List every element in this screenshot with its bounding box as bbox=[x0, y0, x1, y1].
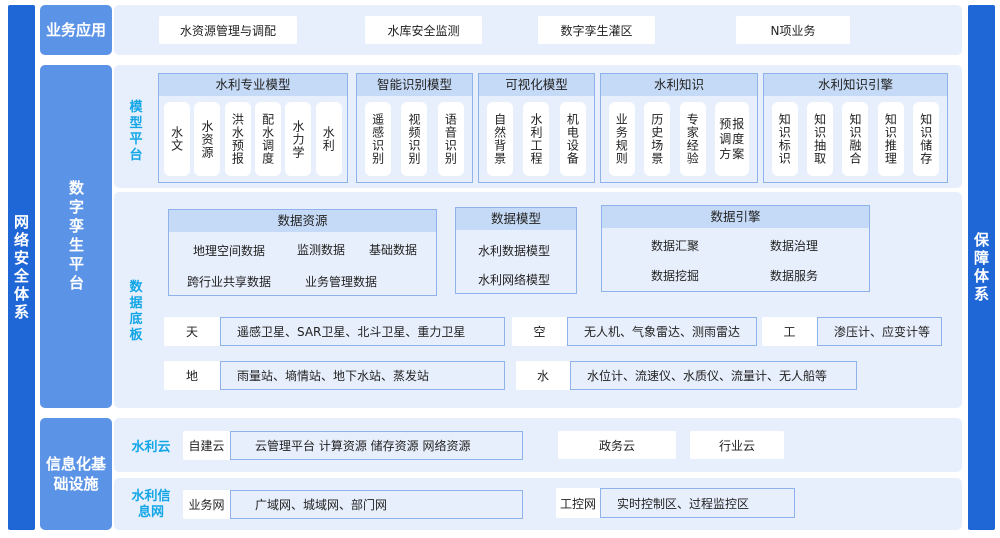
sensing-key: 地 bbox=[164, 361, 220, 390]
data-resource-item: 业务管理数据 bbox=[305, 275, 378, 289]
data-engine-title: 数据引擎 bbox=[602, 206, 869, 228]
model-item[interactable]: 水资源 bbox=[194, 102, 221, 176]
network-security-bar: 网络安全体系 bbox=[8, 5, 35, 530]
model-item[interactable]: 历史场景 bbox=[644, 102, 671, 176]
business-item[interactable]: 水资源管理与调配 bbox=[159, 16, 297, 44]
model-item[interactable]: 语音识别 bbox=[437, 102, 464, 176]
data-model-item: 水利网络模型 bbox=[478, 273, 551, 287]
model-item[interactable]: 业务规则 bbox=[608, 102, 635, 176]
platform-label: 数字孪生平台 bbox=[40, 65, 112, 408]
self-built-cloud: 自建云 bbox=[183, 431, 230, 460]
business-item[interactable]: N项业务 bbox=[736, 16, 850, 44]
sensing-value: 遥感卫星、SAR卫星、北斗卫星、重力卫星 bbox=[220, 317, 505, 346]
model-group-title: 智能识别模型 bbox=[357, 74, 472, 96]
model-item[interactable]: 水利工程 bbox=[523, 102, 550, 176]
model-item[interactable]: 水利 bbox=[315, 102, 342, 176]
model-item[interactable]: 专家经验 bbox=[679, 102, 706, 176]
model-item[interactable]: 洪水预报 bbox=[224, 102, 251, 176]
assurance-system-bar: 保障体系 bbox=[968, 5, 995, 530]
business-item[interactable]: 数字孪生灌区 bbox=[538, 16, 655, 44]
data-resource-item: 地理空间数据 bbox=[193, 244, 266, 258]
model-item[interactable]: 知识推理 bbox=[877, 102, 904, 176]
business-label: 业务应用 bbox=[40, 5, 112, 55]
sensing-value: 水位计、流速仪、水质仪、流量计、无人船等 bbox=[570, 361, 857, 390]
data-resource-item: 跨行业共享数据 bbox=[187, 275, 272, 289]
model-platform-label: 模型平台 bbox=[129, 100, 143, 163]
data-engine-item: 数据挖掘 bbox=[651, 269, 700, 283]
model-group: 可视化模型自然背景水利工程机电设备 bbox=[478, 73, 595, 183]
model-item[interactable]: 知识融合 bbox=[842, 102, 869, 176]
infra-label: 信息化基础设施 bbox=[40, 418, 112, 530]
industry-cloud[interactable]: 行业云 bbox=[690, 431, 784, 459]
model-group: 智能识别模型遥感识别视频识别语音识别 bbox=[356, 73, 473, 183]
model-item[interactable]: 水力学 bbox=[285, 102, 312, 176]
data-model-item: 水利数据模型 bbox=[478, 244, 551, 258]
model-item[interactable]: 知识标识 bbox=[771, 102, 798, 176]
data-resources-title: 数据资源 bbox=[169, 210, 436, 232]
model-item[interactable]: 视频识别 bbox=[401, 102, 428, 176]
model-item[interactable]: 自然背景 bbox=[487, 102, 514, 176]
model-item[interactable]: 知识抽取 bbox=[807, 102, 834, 176]
model-item[interactable]: 知识储存 bbox=[913, 102, 940, 176]
model-item[interactable]: 预报调度方案 bbox=[715, 102, 750, 176]
sensing-value: 雨量站、墒情站、地下水站、蒸发站 bbox=[220, 361, 505, 390]
network-label: 水利信息网 bbox=[131, 489, 171, 520]
industrial-network-value: 实时控制区、过程监控区 bbox=[600, 488, 795, 518]
model-group: 水利知识业务规则历史场景专家经验预报调度方案 bbox=[600, 73, 758, 183]
business-network-value: 广域网、城域网、部门网 bbox=[230, 490, 523, 519]
data-engine-item: 数据治理 bbox=[770, 239, 819, 253]
data-model-title: 数据模型 bbox=[456, 208, 576, 230]
data-engine-item: 数据汇聚 bbox=[651, 239, 700, 253]
model-item[interactable]: 遥感识别 bbox=[365, 102, 392, 176]
business-network: 业务网 bbox=[183, 490, 230, 519]
model-group: 水利知识引擎知识标识知识抽取知识融合知识推理知识储存 bbox=[763, 73, 948, 183]
model-item[interactable]: 水文 bbox=[164, 102, 191, 176]
sensing-value: 无人机、气象雷达、测雨雷达 bbox=[567, 317, 757, 346]
cloud-resources: 云管理平台 计算资源 储存资源 网络资源 bbox=[230, 431, 523, 460]
data-base-label: 数据底板 bbox=[129, 280, 143, 343]
model-item[interactable]: 机电设备 bbox=[559, 102, 586, 176]
data-resource-item: 基础数据 bbox=[369, 243, 418, 257]
sensing-key: 空 bbox=[512, 317, 567, 346]
model-group: 水利专业模型水文水资源洪水预报配水调度水力学水利 bbox=[158, 73, 348, 183]
industrial-network: 工控网 bbox=[556, 488, 600, 518]
sensing-key: 水 bbox=[516, 361, 570, 390]
sensing-key: 天 bbox=[164, 317, 220, 346]
data-model-box: 数据模型 水利数据模型 水利网络模型 bbox=[455, 207, 577, 294]
model-group-title: 水利知识引擎 bbox=[764, 74, 947, 96]
model-group-title: 水利知识 bbox=[601, 74, 757, 96]
model-group-title: 可视化模型 bbox=[479, 74, 594, 96]
model-item[interactable]: 配水调度 bbox=[255, 102, 282, 176]
business-item[interactable]: 水库安全监测 bbox=[365, 16, 482, 44]
cloud-label: 水利云 bbox=[131, 440, 171, 455]
data-engine-box: 数据引擎 数据汇聚 数据治理 数据挖掘 数据服务 bbox=[601, 205, 870, 292]
data-resources-box: 数据资源 地理空间数据 监测数据 基础数据 跨行业共享数据 业务管理数据 bbox=[168, 209, 437, 296]
data-engine-item: 数据服务 bbox=[770, 269, 819, 283]
data-resource-item: 监测数据 bbox=[297, 243, 346, 257]
sensing-value: 渗压计、应变计等 bbox=[817, 317, 942, 346]
sensing-key: 工 bbox=[762, 317, 817, 346]
gov-cloud[interactable]: 政务云 bbox=[558, 431, 676, 459]
model-group-title: 水利专业模型 bbox=[159, 74, 347, 96]
